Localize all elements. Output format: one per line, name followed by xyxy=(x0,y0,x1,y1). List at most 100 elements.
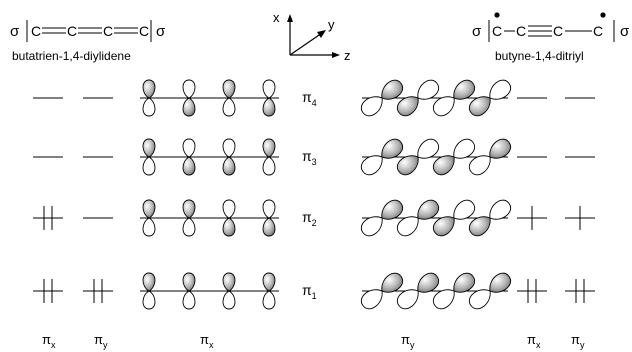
orbital-type-label: πy xyxy=(94,332,108,350)
p-orbital-lobe-upper xyxy=(222,138,236,158)
pi-symbol: π xyxy=(571,332,580,347)
p-orbital-lobe-front xyxy=(453,272,475,293)
p-orbital-lobe-back xyxy=(361,216,383,237)
p-orbital-lobe-lower xyxy=(222,156,236,176)
p-orbital-lobe-lower xyxy=(182,217,196,237)
p-orbital-lobe-back xyxy=(433,216,455,237)
right-pi-y-level-2 xyxy=(565,206,595,230)
orbital-type-label: πx xyxy=(200,332,214,350)
pi-symbol: π xyxy=(527,332,536,347)
pi-level-label: π1 xyxy=(302,282,317,301)
orbital-type-label: πy xyxy=(401,332,415,350)
p-orbital-lobe-lower xyxy=(262,290,276,310)
left-structure: σ C C C C σ butatrien-1,4-diylidene xyxy=(10,20,166,63)
p-orbital-lobe-back xyxy=(397,96,419,117)
right-radical-dot-left xyxy=(494,12,500,18)
p-orbital-lobe-back xyxy=(397,216,419,237)
p-orbital-lobe-back xyxy=(361,289,383,310)
p-orbital-lobe-upper xyxy=(262,138,276,158)
p-orbital-lobe-front xyxy=(489,79,511,100)
p-orbital-lobe-back xyxy=(469,289,491,310)
p-orbital-lobe-upper xyxy=(182,199,196,219)
p-orbital-lobe-lower xyxy=(182,156,196,176)
pi-symbol: π xyxy=(401,332,410,347)
right-atom-1: C xyxy=(492,23,502,39)
px-orbital-set-pi4 xyxy=(140,79,279,117)
p-orbital-lobe-upper xyxy=(182,79,196,99)
p-orbital-lobe-lower xyxy=(262,217,276,237)
p-orbital-lobe-lower xyxy=(222,290,236,310)
p-orbital-lobe-upper xyxy=(142,199,156,219)
p-orbital-lobe-back xyxy=(469,155,491,176)
pi-subscript: 4 xyxy=(312,98,317,108)
pi-subscript: y xyxy=(410,340,415,350)
py-orbital-set-pi2 xyxy=(361,199,511,237)
p-orbital-lobe-upper xyxy=(142,79,156,99)
pi-symbol: π xyxy=(42,332,51,347)
pi-subscript: y xyxy=(103,340,108,350)
p-orbital-lobe-front xyxy=(489,199,511,220)
right-pi-x-level-2 xyxy=(517,206,547,230)
right-sigma-left: σ xyxy=(472,23,482,40)
p-orbital-lobe-front xyxy=(453,79,475,100)
pi-symbol: π xyxy=(94,332,103,347)
p-orbital-lobe-upper xyxy=(222,272,236,292)
left-sigma-left: σ xyxy=(10,23,20,40)
orbital-type-label: πy xyxy=(571,332,585,350)
pi-level-label: π4 xyxy=(302,89,317,108)
p-orbital-lobe-front xyxy=(417,272,439,293)
axis-z-arrowhead xyxy=(332,52,340,58)
p-orbital-lobe-lower xyxy=(222,217,236,237)
coordinate-axes: x y z xyxy=(273,10,351,63)
p-orbital-lobe-front xyxy=(453,138,475,159)
p-orbital-lobe-back xyxy=(469,216,491,237)
p-orbital-lobe-front xyxy=(381,272,403,293)
px-orbital-column xyxy=(140,79,279,310)
p-orbital-lobe-upper xyxy=(262,79,276,99)
p-orbital-lobe-front xyxy=(453,199,475,220)
p-orbital-lobe-lower xyxy=(142,290,156,310)
pi-symbol: π xyxy=(302,148,312,164)
left-structure-name: butatrien-1,4-diylidene xyxy=(12,49,131,63)
p-orbital-lobe-upper xyxy=(182,138,196,158)
p-orbital-lobe-lower xyxy=(222,97,236,117)
axis-x-label: x xyxy=(273,10,280,25)
pi-subscript: x xyxy=(536,340,541,350)
p-orbital-lobe-back xyxy=(433,96,455,117)
px-orbital-set-pi2 xyxy=(140,199,279,237)
right-structure-name: butyne-1,4-ditriyl xyxy=(495,49,584,63)
left-atom-2: C xyxy=(67,23,77,39)
p-orbital-lobe-lower xyxy=(182,97,196,117)
axis-x-arrowhead xyxy=(287,14,293,22)
right-pi-y-level-1 xyxy=(565,279,595,303)
pi-subscript: x xyxy=(209,340,214,350)
p-orbital-lobe-back xyxy=(397,289,419,310)
axis-y-label: y xyxy=(328,17,335,32)
p-orbital-lobe-lower xyxy=(262,156,276,176)
p-orbital-lobe-front xyxy=(489,272,511,293)
p-orbital-lobe-front xyxy=(417,199,439,220)
py-orbital-set-pi3 xyxy=(361,138,511,176)
p-orbital-lobe-upper xyxy=(262,272,276,292)
px-orbital-set-pi1 xyxy=(140,272,279,310)
px-orbital-set-pi3 xyxy=(140,138,279,176)
p-orbital-lobe-lower xyxy=(262,97,276,117)
left-pi-x-level-2 xyxy=(33,206,63,230)
pi-subscript: x xyxy=(51,340,56,350)
left-pi-y-level-1 xyxy=(83,279,113,303)
left-atom-1: C xyxy=(31,23,41,39)
p-orbital-lobe-upper xyxy=(142,272,156,292)
right-atom-4: C xyxy=(593,23,603,39)
p-orbital-lobe-back xyxy=(469,96,491,117)
axis-y-arrowhead xyxy=(317,30,326,38)
pi-symbol: π xyxy=(302,89,312,105)
p-orbital-lobe-lower xyxy=(142,217,156,237)
p-orbital-lobe-lower xyxy=(182,290,196,310)
py-orbital-set-pi4 xyxy=(361,79,511,117)
energy-levels xyxy=(33,97,595,303)
p-orbital-lobe-front xyxy=(381,199,403,220)
left-atom-4: C xyxy=(139,23,149,39)
p-orbital-lobe-back xyxy=(361,155,383,176)
